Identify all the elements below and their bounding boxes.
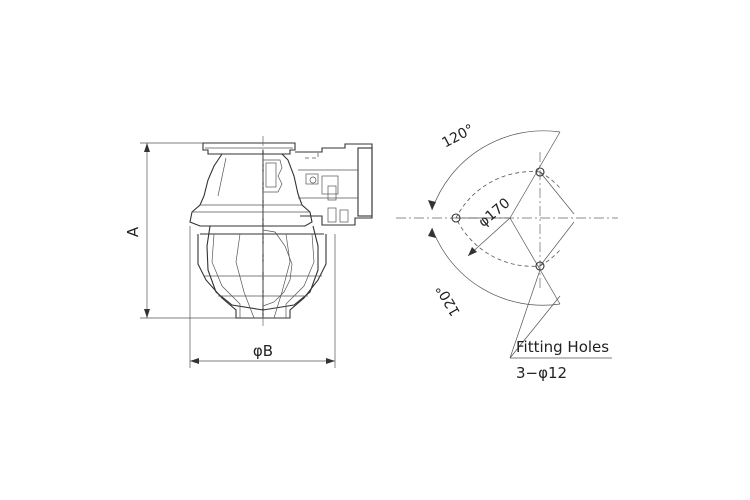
guard-cage xyxy=(197,233,327,319)
interior-section xyxy=(263,159,283,193)
angle-arc xyxy=(431,130,561,211)
pcd-label: φ170 xyxy=(476,195,514,230)
angle-bottom-label: 120° xyxy=(433,281,464,318)
dimension-b xyxy=(189,226,336,368)
dimension-b-label: φB xyxy=(253,342,273,360)
fitting-hole-top xyxy=(535,167,545,177)
mounting-plan-view xyxy=(396,130,618,359)
lamp-body xyxy=(189,153,313,227)
angle-top-label: 120° xyxy=(439,121,476,151)
dimension-a-label: A xyxy=(124,226,142,237)
fitting-holes-title: Fitting Holes xyxy=(516,338,609,356)
side-elevation-view xyxy=(140,136,373,368)
mounting-flange xyxy=(202,142,296,155)
glass-globe xyxy=(206,225,319,311)
fitting-hole-left xyxy=(451,213,461,223)
junction-box xyxy=(295,143,373,226)
fitting-holes-spec: 3−φ12 xyxy=(516,364,567,382)
dimension-a xyxy=(140,142,236,319)
